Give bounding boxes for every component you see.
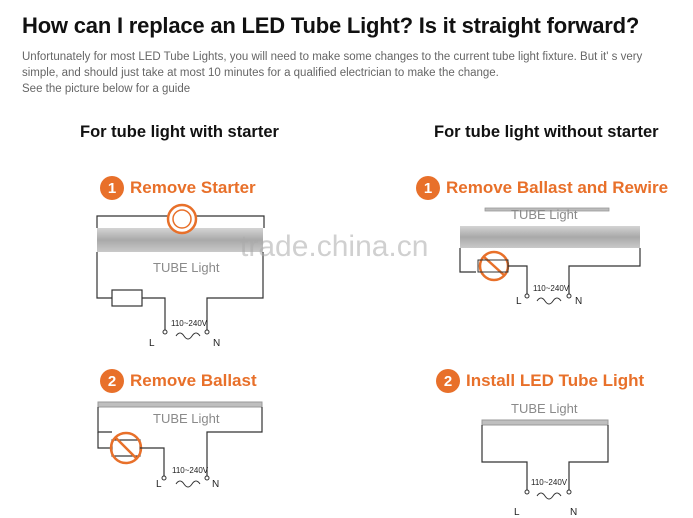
right-step-2: 2 Install LED Tube Light xyxy=(436,369,644,393)
step-number-badge: 1 xyxy=(100,176,124,200)
neutral-label: N xyxy=(575,296,582,307)
neutral-label: N xyxy=(570,507,577,518)
intro-line-2: simple, and should just take at most 10 … xyxy=(22,67,499,79)
tube-label: TUBE Light xyxy=(511,207,578,222)
step-label: Remove Ballast xyxy=(130,371,257,390)
watermark: trade.china.cn xyxy=(240,230,429,263)
voltage-label: 110~240V xyxy=(171,319,208,328)
voltage-label: 110~240V xyxy=(533,284,570,293)
tube-label: TUBE Light xyxy=(511,401,578,416)
step-number-badge: 2 xyxy=(100,369,124,393)
intro-line-1: Unfortunately for most LED Tube Lights, … xyxy=(22,51,643,63)
diagram-install-led: TUBE Light 110~240V L N xyxy=(481,401,609,518)
intro-text: Unfortunately for most LED Tube Lights, … xyxy=(22,49,690,97)
right-column-heading: For tube light without starter xyxy=(434,123,659,141)
page-title: How can I replace an LED Tube Light? Is … xyxy=(22,13,640,38)
left-step-2: 2 Remove Ballast xyxy=(100,369,257,393)
starter-removed-icon xyxy=(166,203,198,235)
right-step-1: 1 Remove Ballast and Rewire xyxy=(416,176,668,200)
step-number-badge: 2 xyxy=(436,369,460,393)
led-tube xyxy=(481,419,609,426)
fluorescent-tube xyxy=(460,226,640,248)
step-label: Remove Ballast and Rewire xyxy=(446,178,669,197)
left-column-heading: For tube light with starter xyxy=(80,123,279,141)
diagram-remove-ballast-rewire: TUBE Light 110~240V L N xyxy=(459,207,641,307)
step-label: Install LED Tube Light xyxy=(466,371,645,390)
diagram-remove-starter: TUBE Light 110~240V L N xyxy=(96,203,265,349)
tube-label: TUBE Light xyxy=(153,411,220,426)
neutral-label: N xyxy=(212,479,219,490)
intro-line-3: See the picture below for a guide xyxy=(22,83,191,95)
ac-wave-icon xyxy=(175,480,201,488)
diagram-remove-ballast: TUBE Light 110~240V L N xyxy=(97,401,263,490)
left-step-1: 1 Remove Starter xyxy=(100,176,256,200)
ballast-box xyxy=(111,289,143,307)
live-label: L xyxy=(516,296,522,307)
ac-wave-icon xyxy=(536,492,562,500)
neutral-label: N xyxy=(213,338,220,349)
fluorescent-tube xyxy=(97,401,263,408)
voltage-label: 110~240V xyxy=(531,478,568,487)
tube-label: TUBE Light xyxy=(153,260,220,275)
live-label: L xyxy=(156,479,162,490)
step-label: Remove Starter xyxy=(130,178,256,197)
live-label: L xyxy=(149,338,155,349)
ac-wave-icon xyxy=(175,332,201,340)
ac-wave-icon xyxy=(536,297,562,305)
step-number-badge: 1 xyxy=(416,176,440,200)
voltage-label: 110~240V xyxy=(172,466,209,475)
live-label: L xyxy=(514,507,520,518)
